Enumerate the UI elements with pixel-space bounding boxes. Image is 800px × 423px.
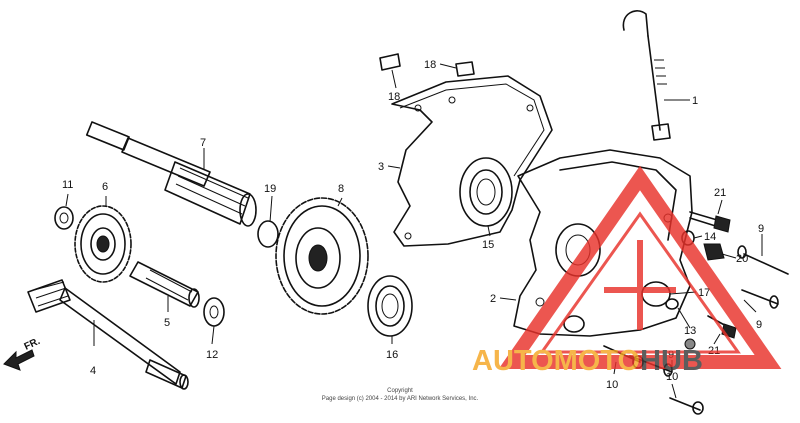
plug-part-20 xyxy=(703,243,725,261)
watermark-prefix: AUTOMOTO xyxy=(472,345,640,377)
gasket-part-3 xyxy=(391,75,553,247)
callout-20: 20 xyxy=(736,253,748,265)
gear-part-6 xyxy=(74,205,132,283)
callout-1: 1 xyxy=(692,95,698,107)
circlip-part-19 xyxy=(257,220,279,248)
callout-18b: 18 xyxy=(424,59,436,71)
front-direction-arrow: FR. xyxy=(3,336,42,371)
callout-19: 19 xyxy=(264,183,276,195)
copyright-line-2: Page design (c) 2004 - 2014 by ARI Netwo… xyxy=(322,396,479,402)
front-direction-label: FR. xyxy=(23,336,42,353)
shaft-part-4 xyxy=(27,279,189,390)
callout-3: 3 xyxy=(378,161,384,173)
callout-10b: 10 xyxy=(666,371,678,383)
callout-9b: 9 xyxy=(756,319,762,331)
shaft-part-5 xyxy=(129,261,200,308)
watermark-text: AUTOMOTOHUB xyxy=(472,345,703,377)
callout-17: 17 xyxy=(698,287,710,299)
callout-13: 13 xyxy=(684,325,696,337)
callout-16: 16 xyxy=(386,349,398,361)
callout-2: 2 xyxy=(490,293,496,305)
callout-15: 15 xyxy=(482,239,494,251)
callout-11: 11 xyxy=(62,179,73,191)
callout-18a: 18 xyxy=(388,91,400,103)
automotohub-watermark: AUTOMOTOHUB xyxy=(472,165,782,377)
callout-8: 8 xyxy=(338,183,344,195)
copyright-line-1: Copyright xyxy=(387,388,413,394)
washer-part-11 xyxy=(54,206,74,230)
callout-21a: 21 xyxy=(714,187,726,199)
leader-lines xyxy=(65,63,763,399)
watermark-suffix: HUB xyxy=(640,345,703,377)
bolt-part-9a xyxy=(737,245,789,275)
bolt-part-10b xyxy=(669,397,704,415)
callout-4: 4 xyxy=(90,365,96,377)
gear-part-8 xyxy=(275,197,369,315)
callout-9a: 9 xyxy=(758,223,764,235)
bearing-part-15 xyxy=(459,157,513,227)
dipstick-part-1 xyxy=(622,10,671,141)
bearing-part-16 xyxy=(367,275,413,337)
callout-14: 14 xyxy=(704,231,716,243)
washer-part-12 xyxy=(203,297,225,327)
bolt-part-21a xyxy=(689,211,731,233)
bolt-part-9b xyxy=(741,289,779,309)
dowel-pin-18b xyxy=(455,61,475,77)
nut-part-17 xyxy=(684,338,696,350)
callout-6: 6 xyxy=(102,181,108,193)
callout-7: 7 xyxy=(200,137,206,149)
washer-part-13 xyxy=(665,298,679,310)
callout-5: 5 xyxy=(164,317,170,329)
callout-12: 12 xyxy=(206,349,218,361)
warning-triangle-icon xyxy=(498,165,782,369)
callout-10a: 10 xyxy=(606,379,618,391)
shaft-part-7 xyxy=(85,121,257,227)
dowel-pin-18a xyxy=(379,53,401,71)
